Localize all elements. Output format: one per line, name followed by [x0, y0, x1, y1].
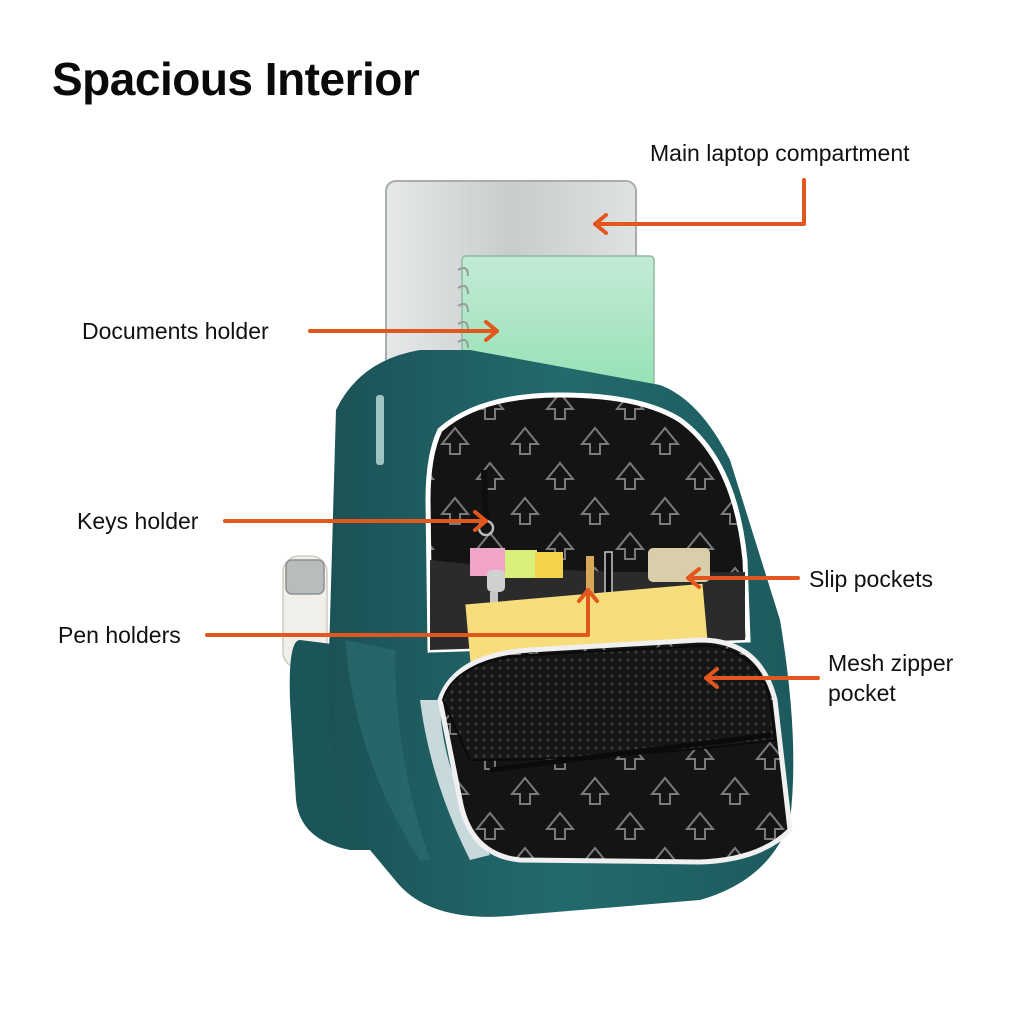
label-keys-holder: Keys holder	[77, 508, 199, 534]
arrow-mesh-pocket-head	[704, 667, 719, 689]
callout-arrows	[205, 178, 820, 689]
page-title: Spacious Interior	[52, 53, 420, 105]
label-documents-holder: Documents holder	[82, 318, 269, 344]
arrow-keys-head	[473, 510, 488, 532]
arrow-main-laptop-head	[593, 213, 608, 235]
label-mesh-line-1: Mesh zipper	[828, 650, 954, 676]
arrow-slip-pockets-head	[686, 567, 701, 589]
label-pen-holders: Pen holders	[58, 622, 181, 648]
arrow-main-laptop	[593, 178, 806, 226]
water-bottle	[282, 555, 328, 669]
arrow-pen-holders-head	[577, 588, 599, 603]
label-mesh-line-2: pocket	[828, 680, 896, 706]
front-flap	[437, 637, 793, 865]
arrow-pen-holders	[205, 588, 590, 637]
label-slip-pockets: Slip pockets	[809, 566, 934, 592]
label-main-laptop-compartment: Main laptop compartment	[650, 140, 910, 166]
arrow-documents-head	[484, 320, 499, 342]
label-mesh-zipper-pocket: Mesh zipper pocket	[828, 648, 953, 708]
